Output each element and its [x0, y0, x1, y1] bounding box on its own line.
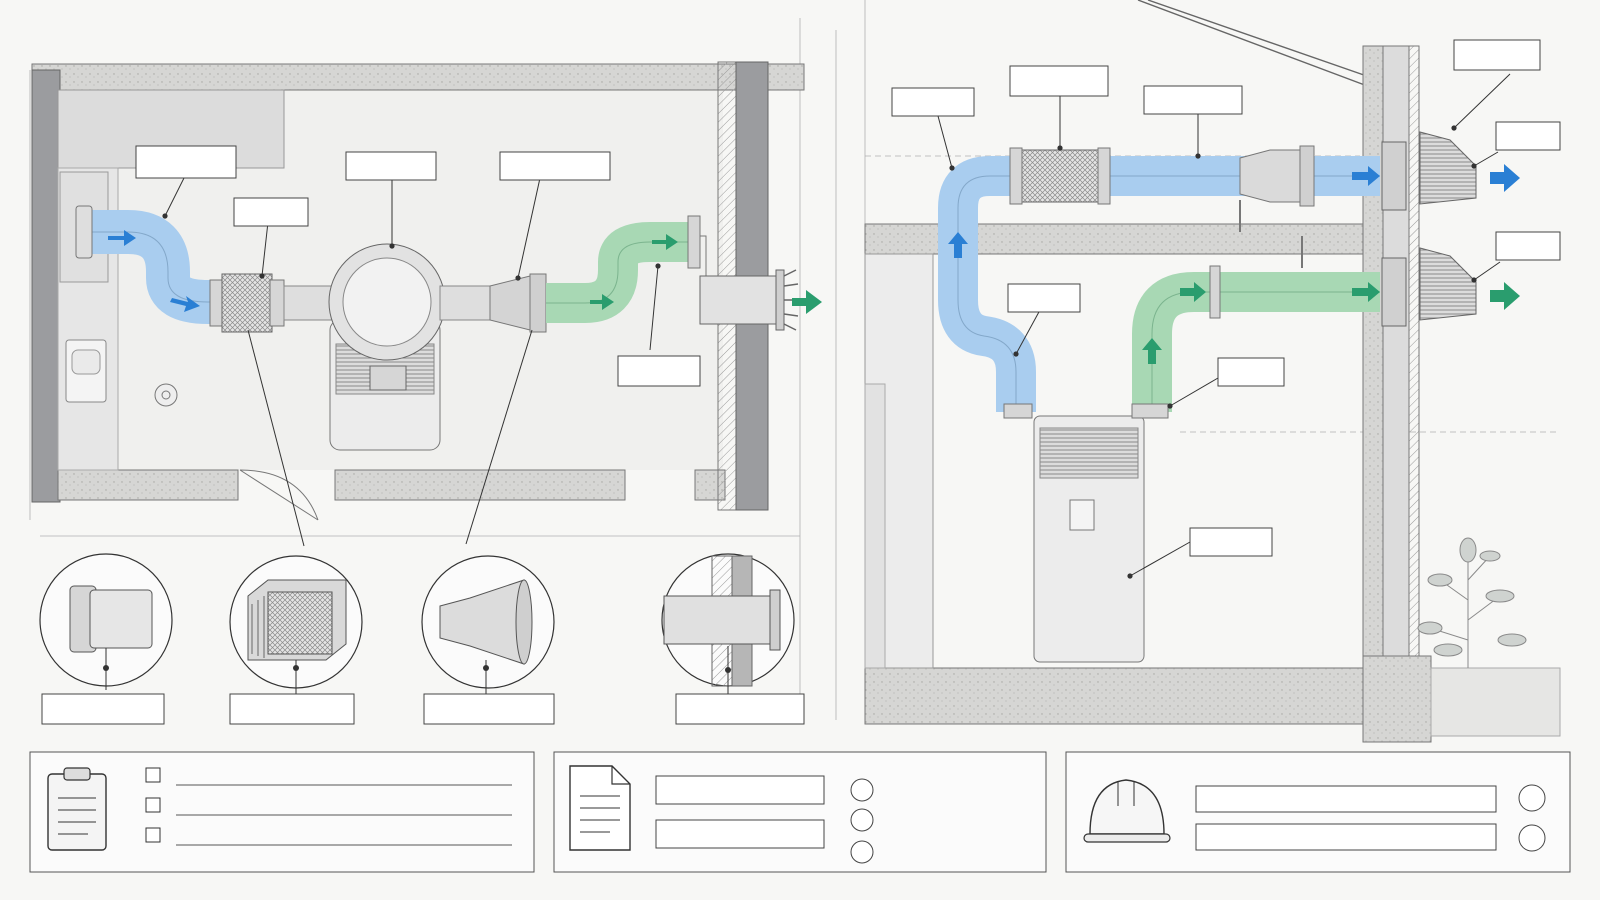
section-exhaust-duct	[1132, 272, 1380, 412]
section-label	[1495, 231, 1561, 261]
floor-slab	[864, 667, 1376, 725]
sink-basin	[71, 349, 101, 375]
blue-flow-arrow-icon	[108, 230, 200, 312]
component-details	[39, 553, 805, 725]
plan-wall-bottom-1	[57, 469, 239, 501]
safety-field[interactable]	[1195, 823, 1497, 851]
foundation	[1362, 655, 1432, 743]
clipboard-icon	[47, 767, 107, 851]
radio-icon[interactable]	[1518, 824, 1546, 852]
section-view	[864, 0, 1561, 743]
detail-label	[675, 693, 805, 725]
radio-icon[interactable]	[850, 840, 874, 864]
section-label	[1495, 121, 1561, 151]
plan-label	[233, 197, 309, 227]
reducer-transition	[489, 275, 531, 331]
detail-wall-penetration	[661, 553, 805, 725]
duct-collar	[1009, 147, 1023, 205]
duct-collar	[269, 279, 285, 327]
detail-label	[41, 693, 165, 725]
duct-collar	[1381, 141, 1407, 211]
document-panel	[553, 751, 1047, 873]
plant-icon	[1417, 537, 1527, 668]
checklist-item[interactable]	[145, 767, 512, 786]
section-exterior-insulation	[1362, 45, 1384, 657]
section-label	[1009, 65, 1109, 97]
metal-duct-segment	[283, 285, 335, 321]
plan-wall-top	[31, 63, 805, 91]
section-cladding	[1408, 45, 1420, 657]
section-unit-grille	[1039, 427, 1139, 479]
plan-wall-left	[31, 69, 61, 503]
checkbox-icon[interactable]	[145, 797, 161, 813]
green-flow-arrow-icon	[590, 234, 822, 314]
section-label	[1189, 527, 1273, 557]
duct-collar	[1097, 147, 1111, 205]
blue-flow-arrow-icon	[948, 164, 1520, 258]
ground	[1430, 667, 1561, 737]
plan-wall-bottom-2	[334, 469, 626, 501]
checkbox-icon[interactable]	[145, 767, 161, 783]
plan-callouts	[162, 175, 661, 547]
checklist-panel	[29, 751, 535, 873]
detail-reducer	[421, 555, 555, 725]
duct-collar	[1209, 265, 1221, 319]
section-label	[891, 87, 975, 117]
checklist-item[interactable]	[145, 827, 512, 846]
green-flow-arrow-icon	[1142, 282, 1520, 364]
duct-collar	[687, 215, 701, 269]
section-label	[1007, 283, 1081, 313]
floor-drain-icon	[154, 383, 178, 407]
floor-drain-center	[161, 390, 171, 400]
duct-collar	[1381, 257, 1407, 327]
section-label	[1143, 85, 1243, 115]
detail-duct-coupling	[39, 553, 173, 725]
section-unit-collar	[1131, 403, 1169, 419]
plan-label	[617, 355, 701, 387]
wall-cap-flange	[775, 269, 785, 331]
document-icon	[569, 765, 631, 851]
checklist-item[interactable]	[145, 797, 512, 816]
radio-icon[interactable]	[850, 778, 874, 802]
plan-label	[499, 151, 611, 181]
exhaust-wall-hood	[1419, 247, 1477, 321]
radio-icon[interactable]	[1518, 784, 1546, 812]
radio-icon[interactable]	[850, 808, 874, 832]
door-swing	[239, 469, 319, 521]
duct-collar	[1299, 145, 1315, 207]
plan-label	[135, 145, 237, 179]
section-filter-box	[1017, 149, 1103, 203]
duct-collar	[529, 273, 547, 333]
filter-box	[221, 273, 273, 333]
form-field[interactable]	[655, 775, 825, 805]
detail-label	[229, 693, 355, 725]
section-label	[1217, 357, 1285, 387]
plan-label	[345, 151, 437, 181]
detail-label	[423, 693, 555, 725]
hvac-unit-fan	[342, 257, 432, 347]
hvac-unit-vent	[369, 365, 407, 391]
detail-filter-box	[229, 555, 363, 725]
section-unit-panel	[1069, 499, 1095, 531]
section-supply-duct-outline	[957, 175, 1380, 412]
section-callouts	[937, 73, 1511, 579]
section-exterior-wall	[1382, 45, 1410, 657]
floor-plan	[31, 61, 822, 547]
section-reducer	[1239, 149, 1301, 203]
checkbox-icon[interactable]	[145, 827, 161, 843]
safety-panel	[1065, 751, 1571, 873]
supply-inlet-collar	[75, 205, 93, 259]
safety-field[interactable]	[1195, 785, 1497, 813]
hard-hat-icon	[1083, 779, 1171, 843]
metal-duct-segment	[439, 285, 491, 321]
section-unit-collar	[1003, 403, 1033, 419]
wall-penetration-sleeve	[699, 275, 777, 325]
supply-wall-hood	[1419, 131, 1477, 205]
roof-line	[1137, 0, 1385, 91]
form-field[interactable]	[655, 819, 825, 849]
section-label	[1453, 39, 1541, 71]
section-cabinet	[864, 383, 886, 669]
